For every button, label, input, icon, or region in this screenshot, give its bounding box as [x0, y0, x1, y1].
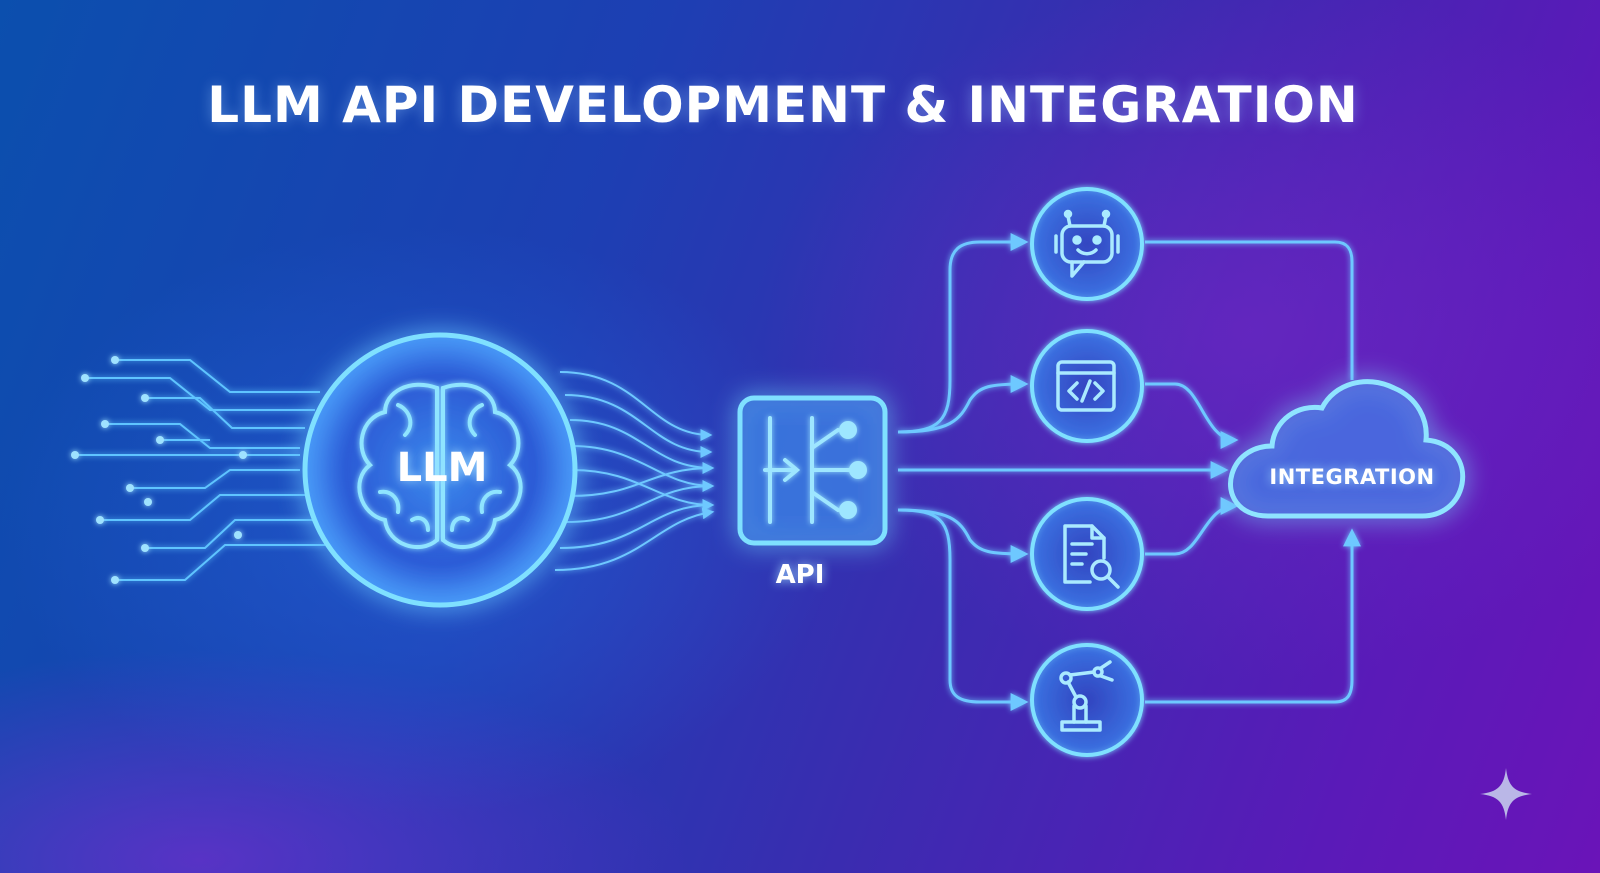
integration-label: INTEGRATION: [1269, 465, 1435, 489]
circuit-input-lines: [75, 359, 325, 581]
api-label: API: [775, 560, 825, 590]
document-search-icon: [1063, 524, 1120, 589]
page-title: LLM API DEVELOPMENT & INTEGRATION: [207, 76, 1359, 134]
code-window-icon: [1056, 360, 1116, 412]
circuit-input-dots: [71, 356, 247, 584]
service-node-chatbot: [1030, 187, 1144, 301]
llm-node: [302, 332, 578, 608]
api-router-icon: [763, 416, 867, 524]
chatbot-icon: [1054, 209, 1120, 278]
robot-arm-icon: [1059, 660, 1114, 732]
brain-icon: [357, 382, 523, 550]
sparkle-icon: [1480, 768, 1532, 820]
llm-to-api-lines: [554, 371, 715, 571]
api-to-services-lines: [897, 233, 1229, 711]
llm-label: LLM: [396, 445, 488, 491]
services-to-integration-lines: [1145, 240, 1361, 704]
integration-node: [1228, 379, 1466, 519]
